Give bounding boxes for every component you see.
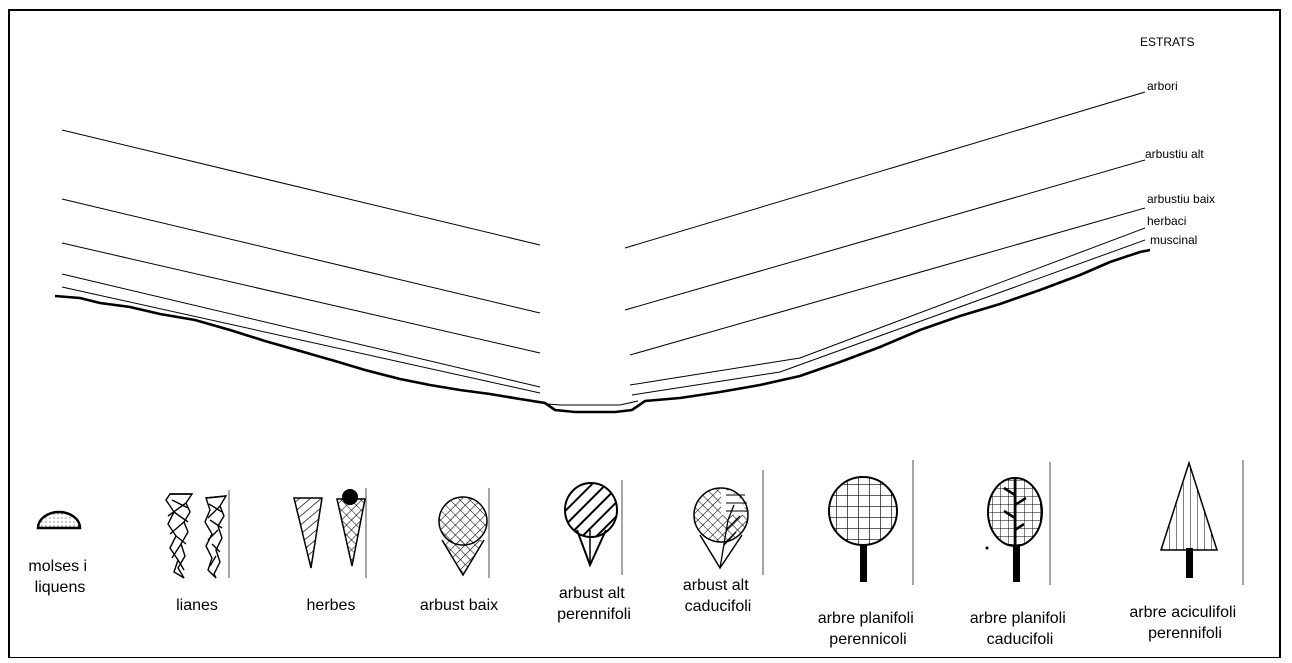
moss-mound-icon (38, 512, 80, 528)
stratum-line-arbustiu-alt-left (62, 199, 540, 313)
stratum-label-arbustiu-alt: arbustiu alt (1145, 147, 1204, 161)
strata-labels: arbori arbustiu alt arbustiu baix herbac… (1145, 79, 1215, 247)
legend-label-lianes: lianes (176, 597, 218, 614)
strata-title: ESTRATS (1140, 35, 1194, 49)
valley-bottom (548, 401, 638, 405)
evergreen-tall-shrub-icon (565, 480, 622, 575)
stratum-label-arbori: arbori (1147, 79, 1178, 93)
legend-label-arbust-alt-caducifoli: arbust alt caducifoli (683, 577, 753, 615)
stratum-line-arbustiu-baix-left (62, 243, 540, 353)
diagram-border (9, 10, 1280, 658)
stratum-line-muscinal-left (62, 287, 540, 393)
legend-label-arbust-alt-perennifoli: arbust alt perennifoli (557, 585, 631, 623)
liana-icon (166, 490, 229, 578)
low-shrub-icon (439, 488, 489, 578)
evergreen-broadleaf-tree-icon (829, 460, 913, 585)
legend-label-arbust-baix: arbust baix (420, 597, 498, 614)
legend-label-arbre-planifoli-perennicoli: arbre planifoli perennicoli (818, 610, 919, 648)
legend-label-herbes: herbes (307, 597, 356, 614)
stratum-line-herbaci-left (62, 274, 540, 387)
stratum-label-arbustiu-baix: arbustiu baix (1147, 192, 1215, 206)
stratum-label-herbaci: herbaci (1147, 214, 1186, 228)
herb-icon (294, 488, 366, 578)
stratum-line-arbori-left (62, 130, 540, 245)
stratum-label-muscinal: muscinal (1150, 233, 1197, 247)
deciduous-tall-shrub-icon (694, 470, 763, 575)
legend: molses i liquens lianes herbes arbust ba… (28, 460, 1243, 648)
legend-label-arbre-aciculifoli-perennifoli: arbre aciculifoli perennifoli (1129, 604, 1240, 642)
stratum-line-herbaci-right (630, 228, 1145, 385)
stratum-line-arbori-right (625, 92, 1145, 248)
legend-label-arbre-planifoli-caducifoli: arbre planifoli caducifoli (970, 610, 1071, 648)
deciduous-broadleaf-tree-icon (986, 462, 1051, 585)
left-strata-lines (62, 130, 540, 393)
stratum-line-muscinal-right (632, 240, 1145, 395)
ground-profile (55, 250, 1150, 412)
right-strata-lines (625, 92, 1145, 395)
conifer-tree-icon (1161, 460, 1243, 585)
stratum-line-arbustiu-alt-right (625, 160, 1145, 310)
legend-label-molses: molses i liquens (28, 558, 91, 596)
